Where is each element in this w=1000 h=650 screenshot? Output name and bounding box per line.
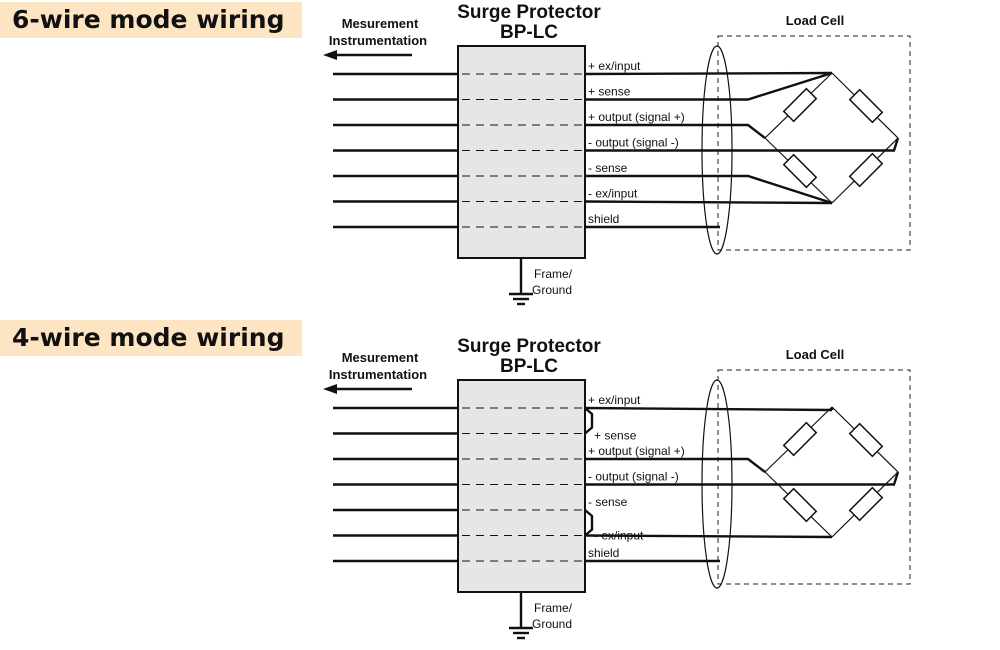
wire-plus-output bbox=[585, 123, 766, 139]
ground-label-line1: Frame/ bbox=[534, 267, 573, 281]
ground-label-line1: Frame/ bbox=[534, 601, 573, 615]
wire-minus-excitation bbox=[584, 534, 833, 539]
instrumentation-label-line2: Instrumentation bbox=[329, 33, 427, 48]
strain-gauge-resistor-4 bbox=[848, 152, 884, 188]
jumper-minus-sense bbox=[584, 509, 594, 537]
strain-gauge-resistor-1 bbox=[782, 421, 818, 457]
surge-protector-box bbox=[457, 379, 586, 593]
terminal-label-5: - sense bbox=[588, 161, 628, 175]
terminal-label-6: - ex/input bbox=[588, 187, 638, 201]
section-4wire-heading: 4-wire mode wiring bbox=[12, 323, 285, 352]
instrumentation-label-line2: Instrumentation bbox=[329, 367, 427, 382]
protector-title-line1: Surge Protector bbox=[457, 336, 601, 357]
terminal-label-3: + output (signal +) bbox=[588, 110, 685, 124]
terminal-label-3: + output (signal +) bbox=[588, 444, 685, 458]
load-cell-label: Load Cell bbox=[786, 13, 845, 28]
instrumentation-label-line1: Mesurement bbox=[342, 16, 419, 31]
load-cell-box bbox=[717, 35, 911, 251]
wire-minus-sense bbox=[585, 174, 833, 205]
wire-minus-output bbox=[585, 471, 900, 486]
terminal-label-5: - sense bbox=[588, 495, 628, 509]
section-4wire-banner: 4-wire mode wiring bbox=[0, 320, 302, 356]
protector-title-line1: Surge Protector bbox=[457, 2, 601, 23]
section-4wire-diagram bbox=[323, 369, 911, 640]
wire-plus-output bbox=[585, 457, 766, 473]
section-6wire-diagram bbox=[323, 35, 911, 306]
wire-minus-output bbox=[585, 137, 900, 152]
terminal-label-2: + sense bbox=[594, 429, 637, 443]
strain-gauge-resistor-1 bbox=[782, 87, 818, 123]
surge-protector-box bbox=[457, 45, 586, 259]
protector-title-line2: BP-LC bbox=[500, 22, 558, 43]
wire-minus-excitation bbox=[584, 200, 833, 205]
signal-direction-arrow-icon bbox=[323, 384, 337, 394]
protector-title-line2: BP-LC bbox=[500, 356, 558, 377]
ground-label-line2: Ground bbox=[532, 617, 572, 631]
jumper-plus-sense bbox=[584, 407, 594, 435]
terminal-label-7: shield bbox=[588, 212, 619, 226]
load-cell-box bbox=[717, 369, 911, 585]
terminal-label-2: + sense bbox=[588, 85, 631, 99]
strain-gauge-resistor-3 bbox=[782, 153, 818, 189]
ground-label-line2: Ground bbox=[532, 283, 572, 297]
wire-plus-excitation bbox=[584, 406, 833, 412]
strain-gauge-resistor-4 bbox=[848, 486, 884, 522]
terminal-label-7: shield bbox=[588, 546, 619, 560]
terminal-label-1: + ex/input bbox=[588, 393, 641, 407]
strain-gauge-resistor-3 bbox=[782, 487, 818, 523]
strain-gauge-resistor-2 bbox=[848, 88, 884, 124]
wire-plus-excitation bbox=[584, 71, 833, 76]
signal-direction-arrow-icon bbox=[323, 50, 337, 60]
terminal-label-4: - output (signal -) bbox=[588, 470, 679, 484]
section-6wire-banner: 6-wire mode wiring bbox=[0, 2, 302, 38]
terminal-label-6: - ex/input bbox=[594, 529, 644, 543]
terminal-label-1: + ex/input bbox=[588, 59, 641, 73]
strain-gauge-resistor-2 bbox=[848, 422, 884, 458]
instrumentation-label-line1: Mesurement bbox=[342, 350, 419, 365]
load-cell-label: Load Cell bbox=[786, 347, 845, 362]
section-6wire-heading: 6-wire mode wiring bbox=[12, 5, 285, 34]
wire-plus-sense bbox=[585, 71, 833, 101]
terminal-label-4: - output (signal -) bbox=[588, 136, 679, 150]
